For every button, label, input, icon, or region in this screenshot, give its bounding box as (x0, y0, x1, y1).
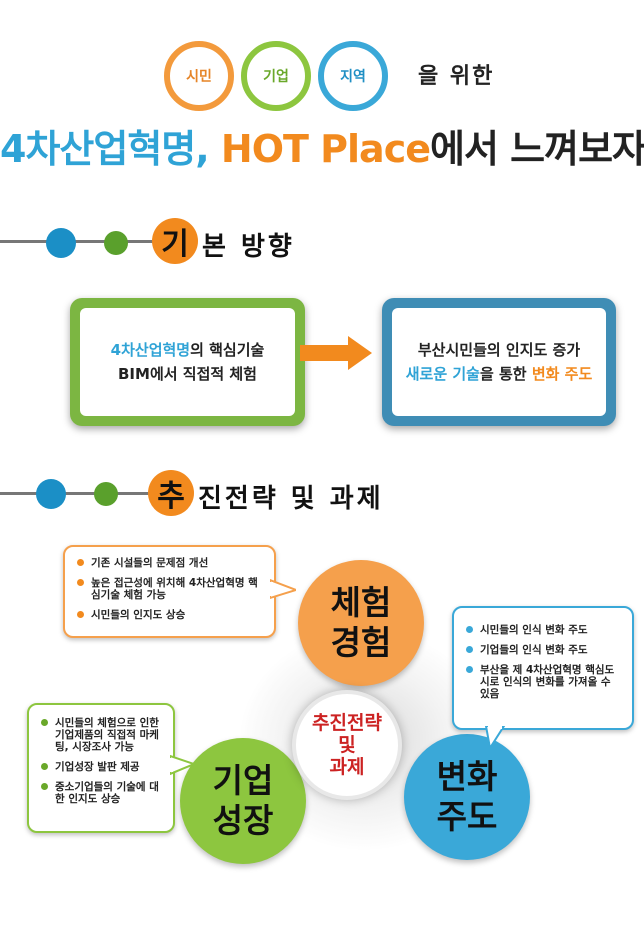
headline-part-a: 4차산업혁명, (0, 127, 210, 171)
right-line2-mid: 을 통한 (479, 365, 532, 383)
for-text: 을 위한 (418, 64, 495, 89)
callout-change-item-1: 시민들의 인식 변화 주도 (480, 624, 588, 636)
bullet-icon (77, 611, 84, 618)
headline-part-b: HOT Place (220, 127, 431, 171)
callout-experience-tail (270, 578, 296, 600)
callout-experience-item-2: 높은 접근성에 위치해 4차산업혁명 핵심기술 체험 가능 (91, 577, 258, 601)
direction-box-right-content: 부산시민들의 인지도 증가 새로운 기술을 통한 변화 주도 (392, 308, 606, 416)
callout-growth-item-2: 기업성장 발판 제공 (55, 761, 140, 773)
bullet-icon (41, 719, 48, 726)
circle-experience-line1: 체험 (330, 583, 392, 622)
callout-experience-item-1: 기존 시설들의 문제점 개선 (91, 557, 209, 569)
left-line2: BIM에서 직접적 체험 (118, 365, 257, 383)
center-line2: 및 (338, 734, 356, 756)
list-item: 부산을 제 4차산업혁명 핵심도시로 인식의 변화를 가져올 수 있음 (466, 664, 620, 700)
callout-growth-tail (170, 754, 194, 776)
right-line2-end: 변화 주도 (531, 365, 593, 383)
callout-change: 시민들의 인식 변화 주도 기업들의 인식 변화 주도 부산을 제 4차산업혁명… (452, 606, 634, 730)
right-line1: 부산시민들의 인지도 증가 (417, 341, 581, 359)
section1-line (0, 240, 170, 243)
list-item: 중소기업들의 기술에 대한 인지도 상승 (41, 781, 161, 805)
section2-badge: 추 (148, 470, 194, 516)
circle-center-strategy: 추진전략 및 과제 (292, 690, 402, 800)
headline-part-c: 에서 느껴보자! (430, 127, 644, 171)
bullet-icon (466, 626, 473, 633)
list-item: 시민들의 인지도 상승 (77, 609, 262, 621)
circle-company: 기업 (241, 41, 311, 111)
right-line2-highlight: 새로운 기술 (405, 365, 480, 383)
list-item: 기존 시설들의 문제점 개선 (77, 557, 262, 569)
bullet-icon (77, 559, 84, 566)
list-item: 기업성장 발판 제공 (41, 761, 161, 773)
headline: 4차산업혁명, HOT Place에서 느껴보자! (0, 118, 644, 173)
list-item: 높은 접근성에 위치해 4차산업혁명 핵심기술 체험 가능 (77, 577, 262, 601)
left-line1-highlight: 4차산업혁명 (110, 341, 191, 359)
callout-growth-item-1: 시민들의 체험으로 인한 기업제품의 직접적 마케팅, 시장조사 가능 (55, 717, 159, 753)
circle-change-line1: 변화 (436, 757, 498, 796)
callout-growth-item-3: 중소기업들의 기술에 대한 인지도 상승 (55, 781, 159, 805)
bullet-icon (41, 783, 48, 790)
callout-change-item-3: 부산을 제 4차산업혁명 핵심도시로 인식의 변화를 가져올 수 있음 (480, 664, 615, 700)
section2-title: 진전략 및 과제 (198, 484, 384, 514)
bullet-icon (41, 763, 48, 770)
circle-citizen: 시민 (164, 41, 234, 111)
left-line1-rest: 의 핵심기술 (190, 341, 265, 359)
list-item: 시민들의 인식 변화 주도 (466, 624, 620, 636)
section1-dot-green (104, 231, 128, 255)
bullet-icon (466, 666, 473, 673)
circle-growth-line2: 성장 (212, 801, 274, 840)
list-item: 기업들의 인식 변화 주도 (466, 644, 620, 656)
section1-title: 본 방향 (202, 232, 295, 262)
circle-change-line2: 주도 (436, 797, 498, 836)
callout-change-tail (484, 726, 506, 748)
section2-dot-green (94, 482, 118, 506)
circle-growth: 기업 성장 (180, 738, 306, 864)
circle-change: 변화 주도 (404, 734, 530, 860)
circle-experience: 체험 경험 (298, 560, 424, 686)
right-arrow-icon (300, 336, 372, 370)
center-line3: 과제 (329, 756, 365, 778)
circle-region-label: 지역 (340, 69, 366, 85)
bullet-icon (77, 579, 84, 586)
direction-box-right: 부산시민들의 인지도 증가 새로운 기술을 통한 변화 주도 (382, 298, 616, 426)
center-line1: 추진전략 (312, 712, 382, 734)
callout-growth: 시민들의 체험으로 인한 기업제품의 직접적 마케팅, 시장조사 가능 기업성장… (27, 703, 175, 833)
callout-experience: 기존 시설들의 문제점 개선 높은 접근성에 위치해 4차산업혁명 핵심기술 체… (63, 545, 276, 638)
callout-change-item-2: 기업들의 인식 변화 주도 (480, 644, 588, 656)
bullet-icon (466, 646, 473, 653)
direction-box-left-content: 4차산업혁명의 핵심기술 BIM에서 직접적 체험 (80, 308, 295, 416)
list-item: 시민들의 체험으로 인한 기업제품의 직접적 마케팅, 시장조사 가능 (41, 717, 161, 753)
circle-region: 지역 (318, 41, 388, 111)
circle-citizen-label: 시민 (186, 69, 212, 85)
circle-growth-line1: 기업 (212, 761, 274, 800)
section2-dot-blue (36, 479, 66, 509)
section2-line (0, 492, 168, 495)
section1-badge: 기 (152, 218, 198, 264)
callout-experience-item-3: 시민들의 인지도 상승 (91, 609, 186, 621)
direction-box-left: 4차산업혁명의 핵심기술 BIM에서 직접적 체험 (70, 298, 305, 426)
circle-company-label: 기업 (263, 69, 289, 85)
section1-dot-blue (46, 228, 76, 258)
circle-experience-line2: 경험 (330, 623, 392, 662)
